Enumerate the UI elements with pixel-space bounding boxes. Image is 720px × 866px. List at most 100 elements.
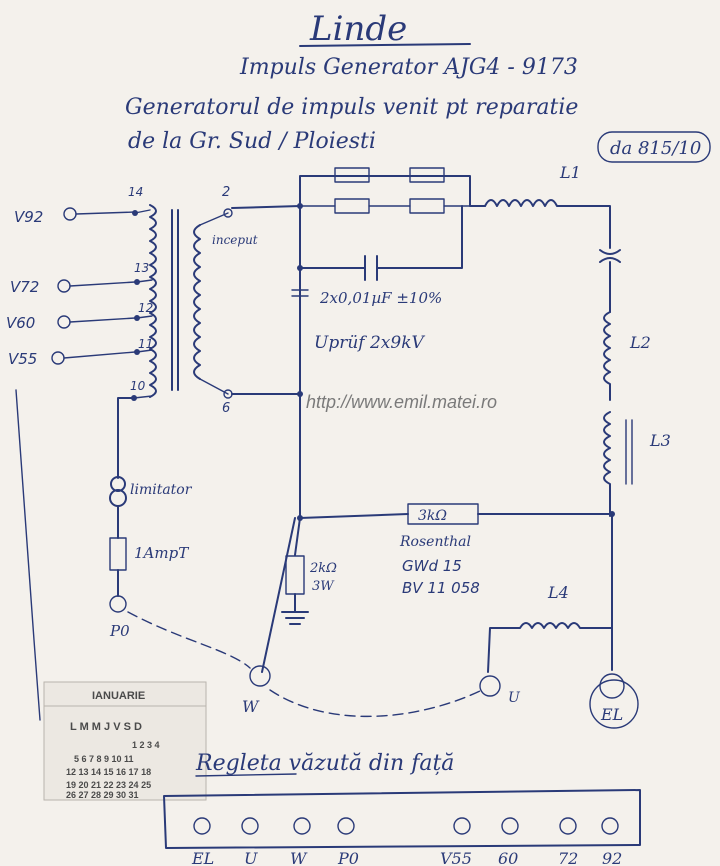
terminal-v92: V92 bbox=[14, 207, 136, 226]
fuse bbox=[109, 537, 127, 571]
inductor-l4-label: L4 bbox=[547, 583, 569, 602]
calendar-weekdays: L M M J V S D bbox=[70, 721, 142, 733]
watermark: http://www.emil.matei.ro bbox=[306, 392, 497, 412]
dashed-link-w-u bbox=[269, 689, 483, 718]
terminal-screw-v92 bbox=[63, 207, 77, 221]
strip-title-underline bbox=[195, 773, 297, 777]
resistor-code: BV 11 058 bbox=[402, 579, 480, 597]
resistor-type: GWd 15 bbox=[402, 557, 462, 575]
terminal-screw-el bbox=[599, 673, 625, 699]
strip-labels: EL U W P0 V55 60 72 92 bbox=[191, 849, 622, 866]
strip-label-p0: P0 bbox=[337, 849, 359, 866]
calendar-row-3: 12 13 14 15 16 17 18 bbox=[66, 767, 151, 777]
winding-start-mark: inceput bbox=[212, 233, 258, 247]
terminal-strip-title: Regleta văzută din față bbox=[195, 751, 454, 776]
tap-number-12: 12 bbox=[138, 301, 153, 315]
dashed-link-p0-w bbox=[127, 611, 251, 669]
calendar-fragment: IANUARIE L M M J V S D 1 2 3 4 5 6 7 8 9… bbox=[43, 681, 207, 801]
strip-label-72: 72 bbox=[558, 849, 578, 866]
terminal-p0-label: P0 bbox=[109, 622, 130, 640]
resistor-2k-power: 3W bbox=[312, 579, 335, 594]
calendar-row-4: 19 20 21 22 23 24 25 bbox=[66, 780, 151, 790]
wire-tap10-down bbox=[117, 397, 135, 479]
wire-v60 bbox=[69, 317, 136, 323]
terminal-screw-u bbox=[479, 675, 501, 697]
terminal-w-label: W bbox=[242, 697, 260, 716]
inductor-l4 bbox=[487, 622, 613, 673]
inductor-l1-label: L1 bbox=[559, 163, 581, 182]
strip-holes bbox=[193, 817, 619, 835]
tap-number-14: 14 bbox=[128, 185, 143, 199]
left-border-stroke bbox=[15, 389, 41, 721]
inductor-l2-label: L2 bbox=[629, 333, 651, 352]
test-voltage: Uprüf 2x9kV bbox=[314, 333, 426, 353]
terminal-label-v60: V60 bbox=[6, 314, 35, 332]
strip-label-u: U bbox=[244, 849, 258, 866]
calendar-month: IANUARIE bbox=[92, 690, 145, 702]
secondary-winding bbox=[193, 224, 201, 380]
terminal-screw-v55 bbox=[51, 351, 65, 365]
small-capacitor-symbol bbox=[291, 289, 309, 297]
terminal-v60: V60 bbox=[6, 314, 136, 332]
resistor-2k-value: 2kΩ bbox=[309, 561, 337, 576]
terminal-u-label: U bbox=[508, 690, 521, 706]
terminal-el-circle bbox=[589, 679, 639, 729]
terminal-label-v55: V55 bbox=[8, 350, 37, 368]
strip-label-w: W bbox=[290, 849, 308, 866]
fuse-label: 1AmpT bbox=[134, 544, 189, 562]
terminal-label-v72: V72 bbox=[10, 278, 39, 296]
diagram-subtitle: Impuls Generator AJG4 - 9173 bbox=[239, 55, 578, 80]
terminal-el-label: EL bbox=[600, 705, 623, 724]
reference-number: da 815/10 bbox=[610, 138, 701, 159]
pin-2-label: 2 bbox=[222, 185, 230, 200]
inductor-l3-core bbox=[625, 419, 633, 485]
resistor-maker: Rosenthal bbox=[399, 534, 471, 550]
strip-label-v55: V55 bbox=[440, 849, 472, 866]
wire-v55 bbox=[63, 351, 136, 359]
title-underline bbox=[299, 43, 471, 47]
terminal-screw-v72 bbox=[57, 279, 71, 293]
limiter-label: limitator bbox=[130, 482, 193, 498]
limiter-top-dot bbox=[110, 476, 126, 492]
limiter-bottom-dot bbox=[109, 489, 127, 507]
reference-box bbox=[597, 131, 711, 163]
calendar-row-5: 26 27 28 29 30 31 bbox=[66, 790, 139, 800]
resistor-3k-value: 3kΩ bbox=[418, 508, 447, 524]
resistor-2k bbox=[285, 555, 305, 595]
terminal-v55: V55 bbox=[8, 350, 136, 368]
inductor-l3 bbox=[603, 411, 611, 517]
wire-to-w bbox=[261, 517, 296, 673]
wire-v92 bbox=[75, 211, 136, 215]
terminal-strip bbox=[163, 789, 641, 849]
resistor-3k bbox=[407, 503, 479, 525]
autotransformer bbox=[131, 204, 201, 401]
tap-number-11: 11 bbox=[138, 337, 153, 351]
ground-symbol bbox=[281, 593, 309, 625]
inductor-l3-label: L3 bbox=[649, 431, 671, 450]
terminal-screw-p0 bbox=[109, 595, 127, 613]
capacitor-rating: 2x0,01µF ±10% bbox=[319, 289, 442, 307]
spark-gap bbox=[599, 249, 621, 263]
inductor-l2 bbox=[603, 311, 611, 401]
terminal-label-v92: V92 bbox=[14, 208, 43, 226]
terminal-screw-v60 bbox=[57, 315, 71, 329]
resistor-network bbox=[299, 167, 471, 214]
calendar-row-2: 5 6 7 8 9 10 11 bbox=[74, 754, 134, 764]
note-line-2: de la Gr. Sud / Ploiesti bbox=[128, 129, 376, 154]
pin-6-label: 6 bbox=[222, 401, 230, 416]
top-bus-wire bbox=[231, 175, 486, 209]
inductor-l1 bbox=[484, 199, 611, 249]
primary-winding bbox=[149, 204, 157, 398]
wire-v72 bbox=[69, 281, 136, 287]
strip-label-el: EL bbox=[191, 849, 214, 866]
note-line-1: Generatorul de impuls venit pt reparatie bbox=[125, 95, 578, 120]
diagram-title: Linde bbox=[309, 9, 407, 49]
tap-number-13: 13 bbox=[134, 261, 149, 275]
strip-label-92: 92 bbox=[602, 849, 622, 866]
strip-label-60: 60 bbox=[498, 849, 518, 866]
capacitor bbox=[299, 205, 463, 281]
terminal-v72: V72 bbox=[10, 278, 136, 296]
terminal-screw-w bbox=[249, 665, 271, 687]
calendar-row-1: 1 2 3 4 bbox=[132, 740, 160, 750]
